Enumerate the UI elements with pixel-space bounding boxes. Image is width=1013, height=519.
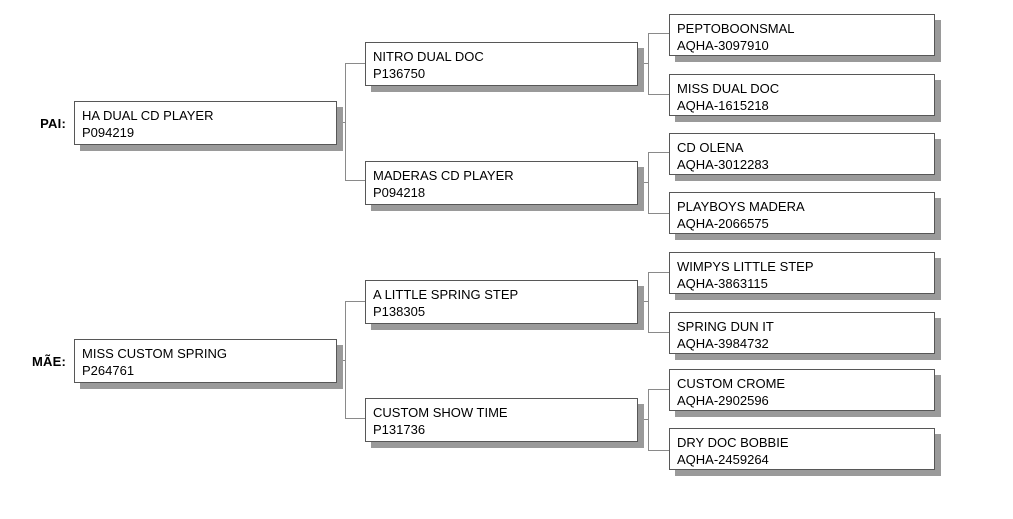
- node-dam-sire-sire-reg: AQHA-3863115: [677, 276, 768, 291]
- node-sire-sire-dam-name: MISS DUAL DOC: [677, 81, 780, 96]
- label-sire: PAI:: [40, 116, 66, 131]
- connector-sire-sire-to-parents: [648, 33, 669, 95]
- connector-sire-dam-to-parents: [648, 152, 669, 214]
- node-sire-dam-reg: P094218: [373, 185, 426, 200]
- connector-dam-dam-to-parents: [648, 389, 669, 451]
- node-sire-sire-dam-reg: AQHA-1615218: [677, 98, 769, 113]
- connector-dam-to-grandparents: [345, 301, 365, 419]
- connector-sire-to-grandparents: [345, 63, 365, 181]
- node-sire-dam-sire[interactable]: CD OLENA AQHA-3012283: [669, 133, 935, 175]
- node-dam-sire[interactable]: A LITTLE SPRING STEP P138305: [365, 280, 638, 324]
- node-sire-dam-sire-reg: AQHA-3012283: [677, 157, 769, 172]
- node-sire-sire[interactable]: NITRO DUAL DOC P136750: [365, 42, 638, 86]
- node-dam[interactable]: MISS CUSTOM SPRING P264761: [74, 339, 337, 383]
- node-dam-dam-reg: P131736: [373, 422, 426, 437]
- connector-stub-sire-sire: [638, 63, 649, 64]
- node-dam-dam-dam[interactable]: DRY DOC BOBBIE AQHA-2459264: [669, 428, 935, 470]
- node-sire-reg: P094219: [82, 125, 135, 140]
- connector-stub-sire-dam: [638, 182, 649, 183]
- node-sire-sire-sire[interactable]: PEPTOBOONSMAL AQHA-3097910: [669, 14, 935, 56]
- node-dam-dam-dam-name: DRY DOC BOBBIE: [677, 435, 789, 450]
- node-dam-dam-name: CUSTOM SHOW TIME: [373, 405, 508, 420]
- node-dam-sire-dam[interactable]: SPRING DUN IT AQHA-3984732: [669, 312, 935, 354]
- node-sire-sire-sire-name: PEPTOBOONSMAL: [677, 21, 795, 36]
- connector-stub-dam-sire: [638, 301, 649, 302]
- node-dam-dam-sire[interactable]: CUSTOM CROME AQHA-2902596: [669, 369, 935, 411]
- node-sire-dam-name: MADERAS CD PLAYER: [373, 168, 514, 183]
- node-sire[interactable]: HA DUAL CD PLAYER P094219: [74, 101, 337, 145]
- node-sire-name: HA DUAL CD PLAYER: [82, 108, 214, 123]
- connector-stub-sire: [337, 122, 346, 123]
- node-dam-sire-reg: P138305: [373, 304, 426, 319]
- node-sire-dam-dam-name: PLAYBOYS MADERA: [677, 199, 805, 214]
- node-dam-sire-dam-reg: AQHA-3984732: [677, 336, 769, 351]
- node-dam-dam[interactable]: CUSTOM SHOW TIME P131736: [365, 398, 638, 442]
- node-dam-sire-sire-name: WIMPYS LITTLE STEP: [677, 259, 814, 274]
- node-sire-dam[interactable]: MADERAS CD PLAYER P094218: [365, 161, 638, 205]
- node-sire-sire-dam[interactable]: MISS DUAL DOC AQHA-1615218: [669, 74, 935, 116]
- connector-dam-sire-to-parents: [648, 272, 669, 333]
- node-sire-dam-dam-reg: AQHA-2066575: [677, 216, 769, 231]
- node-sire-sire-sire-reg: AQHA-3097910: [677, 38, 769, 53]
- connector-stub-dam: [337, 360, 346, 361]
- label-dam: MÃE:: [31, 354, 66, 369]
- node-dam-name: MISS CUSTOM SPRING: [82, 346, 227, 361]
- node-sire-dam-dam[interactable]: PLAYBOYS MADERA AQHA-2066575: [669, 192, 935, 234]
- node-dam-dam-sire-name: CUSTOM CROME: [677, 376, 786, 391]
- node-sire-sire-reg: P136750: [373, 66, 426, 81]
- node-sire-dam-sire-name: CD OLENA: [677, 140, 744, 155]
- connector-stub-dam-dam: [638, 419, 649, 420]
- node-dam-sire-name: A LITTLE SPRING STEP: [373, 287, 519, 302]
- node-dam-dam-dam-reg: AQHA-2459264: [677, 452, 769, 467]
- node-dam-dam-sire-reg: AQHA-2902596: [677, 393, 769, 408]
- node-sire-sire-name: NITRO DUAL DOC: [373, 49, 484, 64]
- node-dam-sire-sire[interactable]: WIMPYS LITTLE STEP AQHA-3863115: [669, 252, 935, 294]
- node-dam-reg: P264761: [82, 363, 135, 378]
- node-dam-sire-dam-name: SPRING DUN IT: [677, 319, 774, 334]
